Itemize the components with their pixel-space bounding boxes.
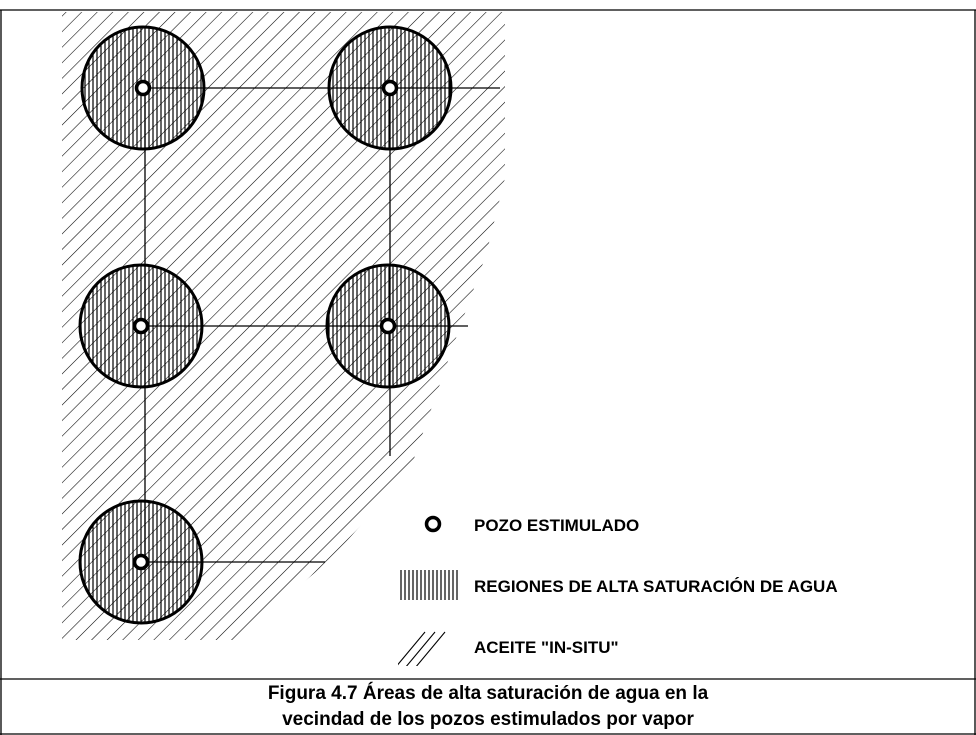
legend-item-oil: ACEITE "IN-SITU" [398,631,619,666]
legend: POZO ESTIMULADO REGIONES DE ALTA SATURAC… [398,515,838,666]
figure-caption: Figura 4.7 Áreas de alta saturación de a… [2,680,974,734]
legend-item-water: REGIONES DE ALTA SATURACIÓN DE AGUA [400,570,838,600]
well-marker-icon [424,515,442,533]
well-marker-icon [381,79,399,97]
well-1 [80,25,206,151]
well-4 [325,263,451,389]
caption-line-1: Figura 4.7 Áreas de alta saturación de a… [267,683,709,704]
well-2 [327,25,453,151]
well-marker-icon [379,317,397,335]
legend-label-well: POZO ESTIMULADO [474,516,639,535]
legend-label-oil: ACEITE "IN-SITU" [474,638,619,657]
caption-line-2: vecindad de los pozos estimulados por va… [282,709,694,730]
well-5 [78,499,204,625]
legend-label-water: REGIONES DE ALTA SATURACIÓN DE AGUA [474,577,838,596]
figure-border [0,9,976,735]
legend-item-well: POZO ESTIMULADO [424,515,639,535]
well-marker-icon [134,79,152,97]
diagonal-hatch-icon [398,631,446,666]
well-marker-icon [132,317,150,335]
well-3 [78,263,204,389]
vertical-hatch-icon [400,570,458,600]
well-marker-icon [132,553,150,571]
